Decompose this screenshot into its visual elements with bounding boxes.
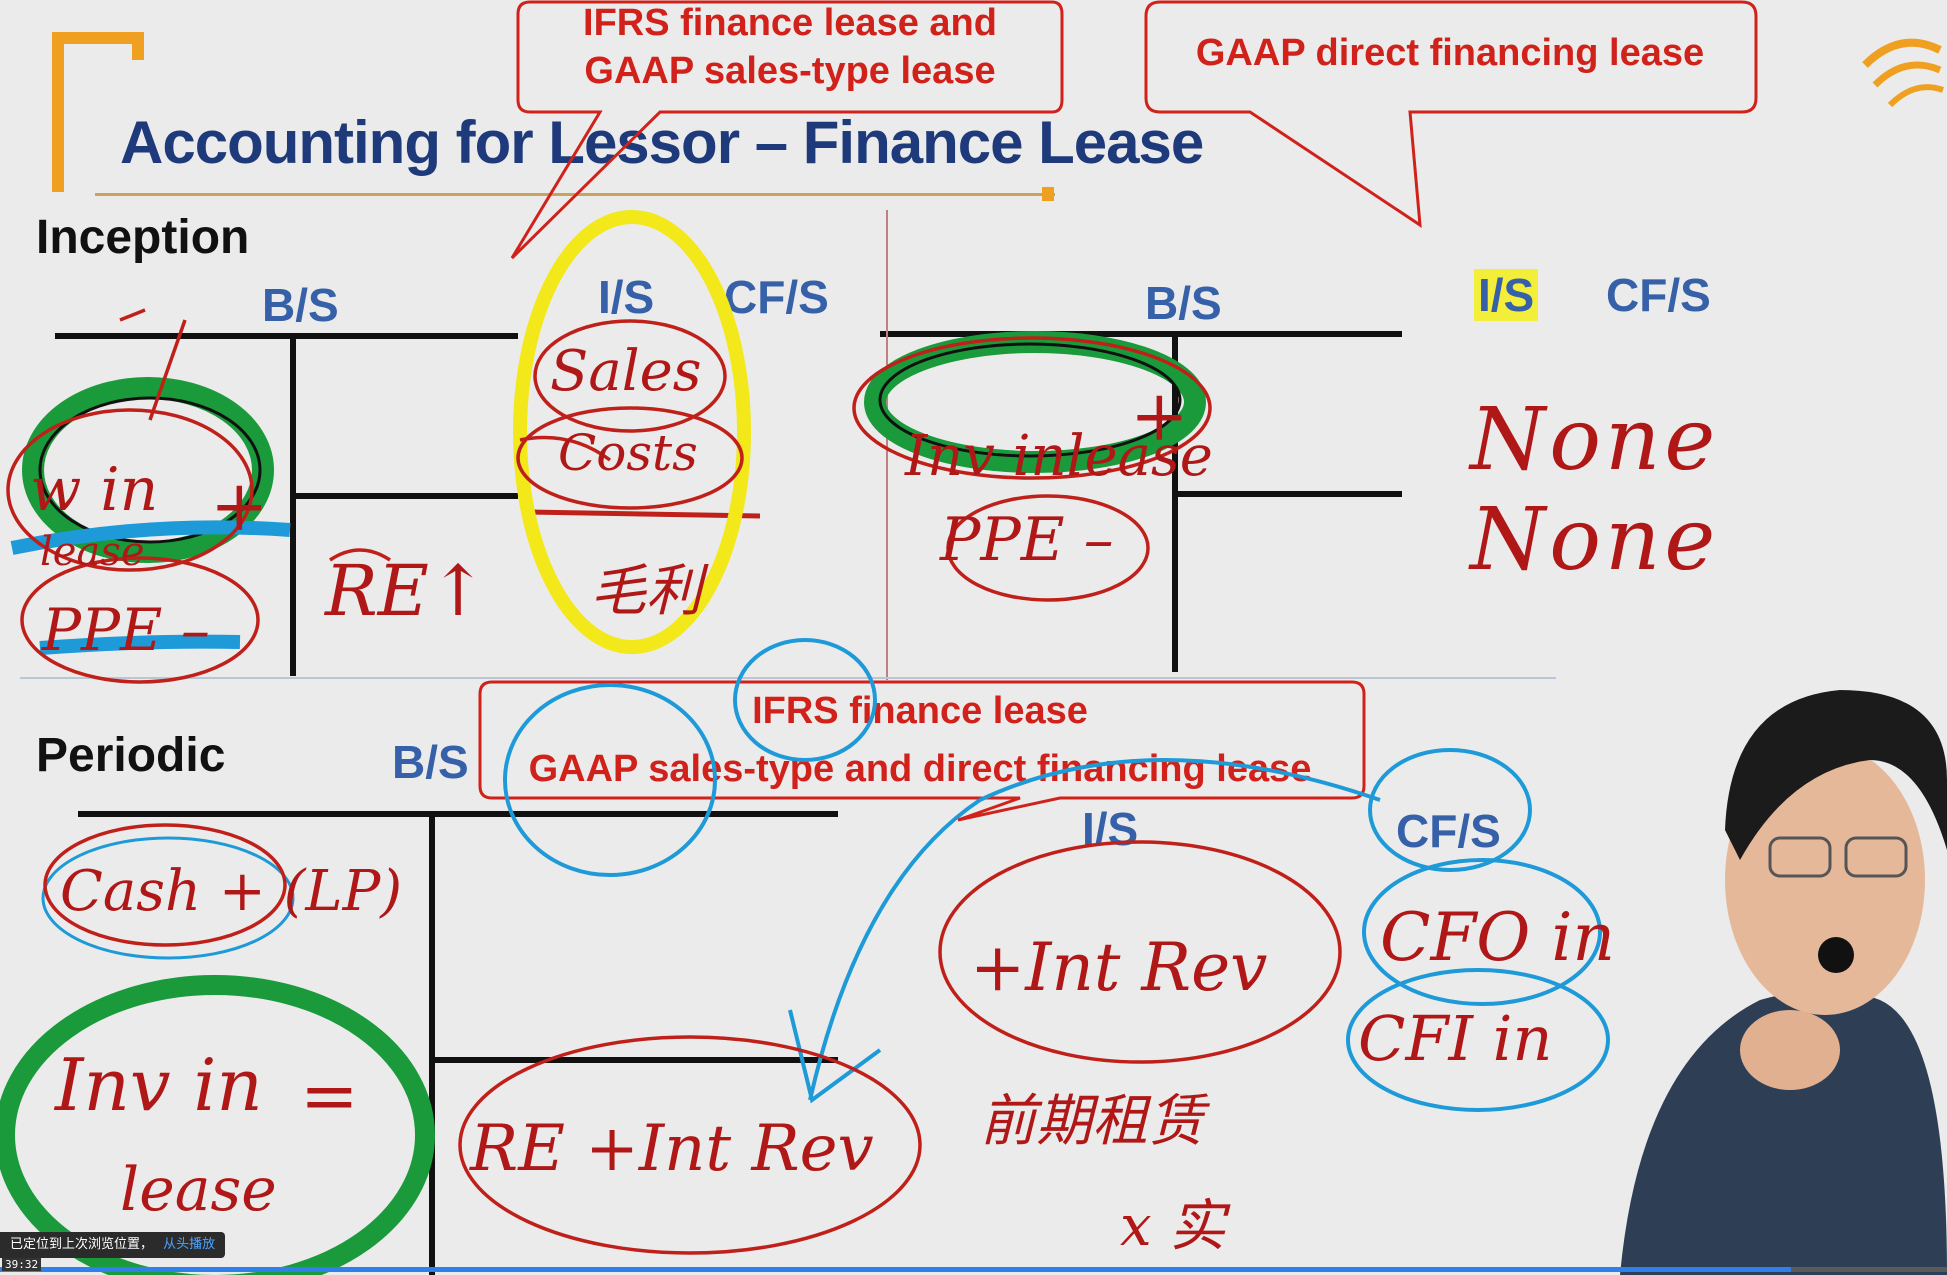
play-from-start-link[interactable]: 从头播放 <box>163 1237 216 1252</box>
is-highlight: I/S <box>1474 269 1539 321</box>
callout-gaap-direct-financing: GAAP direct financing lease <box>1195 32 1705 74</box>
svg-text:毛利: 毛利 <box>590 559 709 624</box>
svg-text:lease: lease <box>40 529 145 575</box>
svg-text:Cash + (LP): Cash + (LP) <box>60 859 402 924</box>
green-circle-inv-lease <box>22 377 274 563</box>
brand-logo-icon <box>1862 38 1945 108</box>
callout-ifrs-gaap-sales-type: IFRS finance lease and GAAP sales-type l… <box>583 2 997 92</box>
video-timestamp: 39:32 <box>2 1258 42 1271</box>
video-progress-bar[interactable] <box>0 1267 1947 1272</box>
svg-text:前期租赁: 前期租赁 <box>980 1089 1211 1154</box>
svg-text:Inv inlease: Inv inlease <box>904 424 1213 489</box>
svg-text:RE↑: RE↑ <box>323 550 487 632</box>
svg-text:+: + <box>1130 375 1189 457</box>
slide-title: Accounting for Lessor – Finance Lease <box>120 109 1204 176</box>
periodic-bs-header: B/S <box>392 736 469 788</box>
svg-text:CFO in: CFO in <box>1380 899 1615 976</box>
svg-text:Sales: Sales <box>550 339 702 404</box>
inception-label: Inception <box>36 211 250 264</box>
title-accent <box>1042 187 1054 201</box>
periodic-cfs-header: CF/S <box>1396 805 1501 857</box>
resume-status-bar: 已定位到上次浏览位置， 从头播放 <box>0 1232 226 1258</box>
inception-left-bs-header: B/S <box>262 279 339 331</box>
inception-right-cfs-header: CF/S <box>1606 269 1711 321</box>
t-account-inception-right <box>880 331 1402 672</box>
t-account-inception-left <box>55 333 518 676</box>
svg-text:Costs: Costs <box>558 424 698 482</box>
svg-text:=: = <box>300 1055 359 1137</box>
callout-box-top-left <box>510 0 1064 260</box>
callout-periodic-line1: IFRS finance lease <box>752 690 1088 732</box>
callout-box-periodic <box>478 680 1366 822</box>
inception-right-bs-header: B/S <box>1145 277 1222 329</box>
green-circle-inv-lease-right <box>864 331 1206 473</box>
svg-text:+: + <box>210 465 269 547</box>
video-progress-fill <box>0 1267 1792 1272</box>
handwritten-none-none: None None <box>1470 390 1720 590</box>
presenter-video <box>1620 690 1947 1275</box>
inception-left-is-header: I/S <box>598 271 655 323</box>
callout-periodic-line2: GAAP sales-type and direct financing lea… <box>528 748 1312 790</box>
svg-text:PPE –: PPE – <box>41 596 210 664</box>
svg-text:CFI in: CFI in <box>1358 1002 1552 1075</box>
svg-text:Inv in: Inv in <box>53 1043 263 1127</box>
green-circle-periodic <box>0 975 435 1275</box>
t-account-periodic <box>78 811 838 1275</box>
periodic-label: Periodic <box>36 729 226 782</box>
svg-text:+Int Rev: +Int Rev <box>970 929 1267 1006</box>
inception-right-is-header: I/S <box>1474 268 1539 322</box>
callout-box-top-right <box>1144 0 1758 228</box>
inception-left-cfs-header: CF/S <box>724 271 829 323</box>
svg-text:x 实: x 实 <box>1120 1194 1231 1259</box>
svg-text:lease: lease <box>120 1155 277 1225</box>
resume-status-text: 已定位到上次浏览位置， <box>10 1237 154 1252</box>
svg-text:w in: w in <box>30 455 158 525</box>
svg-text:RE +Int Rev: RE +Int Rev <box>469 1112 874 1186</box>
svg-text:PPE –: PPE – <box>939 505 1114 575</box>
slide-bracket-logo <box>52 32 144 192</box>
yellow-highlight-circle <box>513 210 751 654</box>
